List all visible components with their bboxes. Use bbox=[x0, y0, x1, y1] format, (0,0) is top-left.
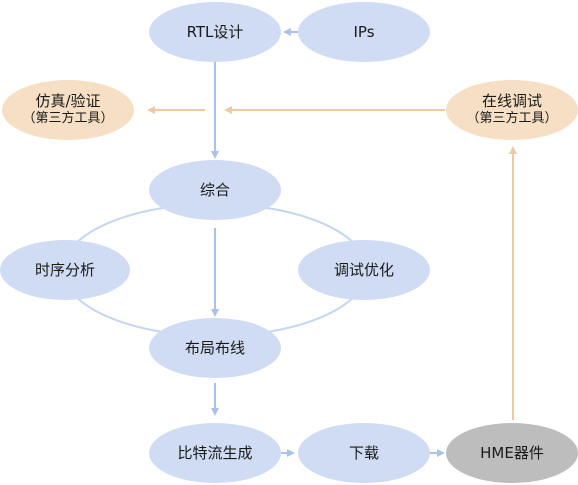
node-hme-device-label: HME器件 bbox=[480, 444, 544, 462]
node-rtl-design-label: RTL设计 bbox=[186, 23, 244, 41]
node-online-debug-title: 在线调试 bbox=[481, 92, 542, 110]
node-download: 下载 bbox=[298, 423, 430, 483]
node-ips-label: IPs bbox=[353, 23, 375, 41]
node-rtl-design: RTL设计 bbox=[149, 2, 281, 62]
node-place-route-label: 布局布线 bbox=[184, 339, 245, 357]
node-bitstream-label: 比特流生成 bbox=[177, 444, 253, 462]
node-hme-device: HME器件 bbox=[446, 423, 578, 483]
node-download-label: 下载 bbox=[348, 444, 379, 462]
node-simulation: 仿真/验证 （第三方工具） bbox=[2, 80, 134, 140]
node-simulation-subtitle: （第三方工具） bbox=[22, 111, 114, 126]
node-timing-analysis: 时序分析 bbox=[0, 240, 130, 300]
node-debug-optimize: 调试优化 bbox=[298, 240, 430, 300]
node-ips: IPs bbox=[298, 2, 430, 62]
node-simulation-title: 仿真/验证 bbox=[35, 92, 101, 110]
node-online-debug: 在线调试 （第三方工具） bbox=[446, 80, 578, 140]
node-synthesis-label: 综合 bbox=[199, 181, 230, 199]
node-bitstream: 比特流生成 bbox=[149, 423, 281, 483]
node-online-debug-subtitle: （第三方工具） bbox=[466, 111, 558, 126]
node-synthesis: 综合 bbox=[149, 160, 281, 220]
node-timing-analysis-label: 时序分析 bbox=[34, 261, 95, 279]
node-debug-optimize-label: 调试优化 bbox=[333, 261, 394, 279]
node-place-route: 布局布线 bbox=[149, 318, 281, 378]
